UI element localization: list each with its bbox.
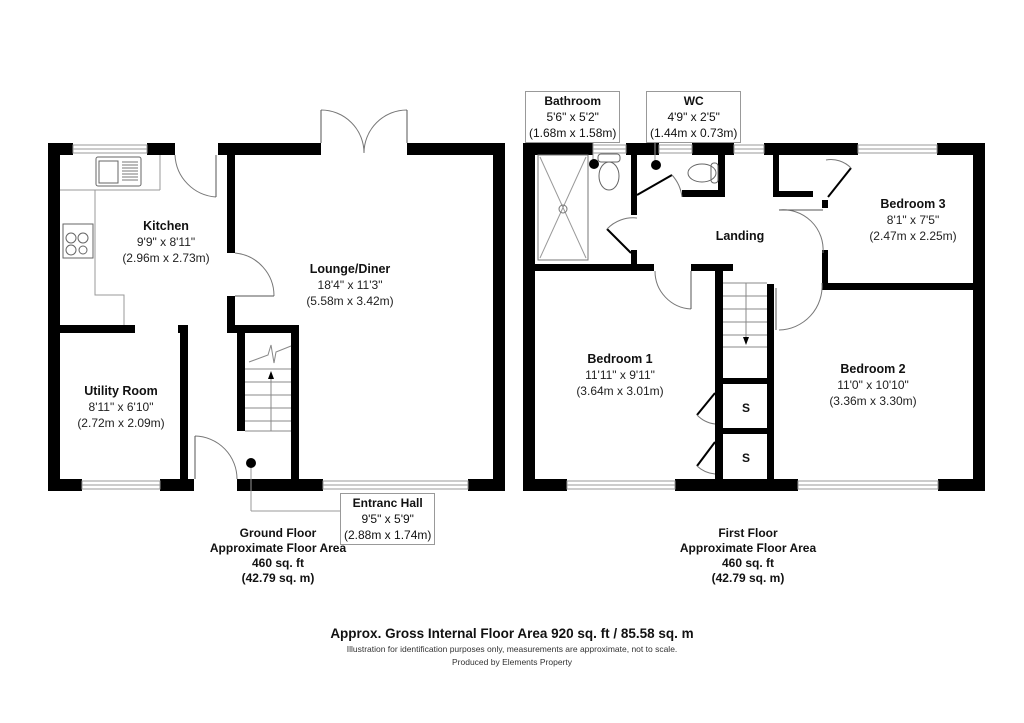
storage-label-1: S: [741, 401, 751, 415]
room-dimensions-metric: (3.64m x 3.01m): [576, 384, 664, 398]
room-label-bedroom-3: Bedroom 3 8'1" x 7'5" (2.47m x 2.25m): [869, 196, 956, 244]
floor-area-sqm: (42.79 sq. m): [241, 571, 315, 585]
room-label-utility-room: Utility Room 8'11" x 6'10" (2.72m x 2.09…: [77, 383, 164, 431]
room-label-wc: WC 4'9" x 2'5" (1.44m x 0.73m): [646, 91, 742, 143]
gross-floor-area: Approx. Gross Internal Floor Area 920 sq…: [330, 626, 694, 641]
room-dimensions-imperial: 8'11" x 6'10": [88, 400, 154, 414]
room-name: Kitchen: [143, 219, 189, 233]
room-label-bedroom-1: Bedroom 1 11'11" x 9'11" (3.64m x 3.01m): [576, 351, 663, 399]
room-name: Bedroom 2: [840, 362, 906, 376]
room-label-entrance-hall: Entranc Hall 9'5" x 5'9" (2.88m x 1.74m): [340, 493, 436, 545]
floor-title: First Floor: [718, 526, 778, 540]
first-floor-walls: [523, 143, 985, 491]
room-dimensions-metric: (2.88m x 1.74m): [344, 528, 432, 542]
disclaimer: Illustration for identification purposes…: [346, 644, 678, 654]
floor-area-sqft: 460 sq. ft: [251, 556, 305, 570]
room-dimensions-imperial: 11'0" x 10'10": [837, 378, 909, 392]
room-dimensions-metric: (2.96m x 2.73m): [122, 251, 210, 265]
room-dimensions-imperial: 9'9" x 8'11": [136, 235, 196, 249]
floor-title: Ground Floor: [239, 526, 317, 540]
ground-floor-walls: [48, 143, 505, 491]
room-label-lounge-diner: Lounge/Diner 18'4" x 11'3" (5.58m x 3.42…: [306, 261, 393, 309]
ground-floor-summary: Ground Floor Approximate Floor Area 460 …: [210, 526, 346, 586]
room-dimensions-imperial: 9'5" x 5'9": [361, 512, 414, 526]
room-label-landing: Landing: [716, 228, 765, 244]
room-label-kitchen: Kitchen 9'9" x 8'11" (2.96m x 2.73m): [122, 218, 209, 266]
room-dimensions-metric: (2.47m x 2.25m): [869, 229, 957, 243]
storage-label-2: S: [741, 451, 751, 465]
room-name: WC: [683, 94, 704, 108]
room-dimensions-metric: (5.58m x 3.42m): [306, 294, 394, 308]
room-label-bathroom: Bathroom 5'6" x 5'2" (1.68m x 1.58m): [525, 91, 621, 143]
room-dimensions-metric: (1.44m x 0.73m): [650, 126, 738, 140]
room-label-bedroom-2: Bedroom 2 11'0" x 10'10" (3.36m x 3.30m): [829, 361, 916, 409]
floor-area-sqm: (42.79 sq. m): [711, 571, 785, 585]
room-name: Landing: [715, 229, 765, 243]
floor-area-label: Approximate Floor Area: [209, 541, 347, 555]
room-name: Bathroom: [544, 94, 602, 108]
room-dimensions-imperial: 8'1" x 7'5": [886, 213, 940, 227]
floor-area-label: Approximate Floor Area: [679, 541, 817, 555]
room-name: Utility Room: [84, 384, 158, 398]
room-dimensions-imperial: 5'6" x 5'2": [546, 110, 599, 124]
room-dimensions-metric: (2.72m x 2.09m): [77, 416, 165, 430]
room-dimensions-imperial: 18'4" x 11'3": [317, 278, 383, 292]
room-dimensions-metric: (3.36m x 3.30m): [829, 394, 917, 408]
floor-area-sqft: 460 sq. ft: [721, 556, 775, 570]
first-floor-summary: First Floor Approximate Floor Area 460 s…: [680, 526, 816, 586]
room-dimensions-imperial: 11'11" x 9'11": [585, 368, 655, 382]
room-name: Entranc Hall: [352, 496, 423, 510]
room-name: Bedroom 3: [880, 197, 946, 211]
room-dimensions-metric: (1.68m x 1.58m): [529, 126, 617, 140]
producer-credit: Produced by Elements Property: [451, 657, 573, 667]
room-name: Lounge/Diner: [309, 262, 391, 276]
room-name: Bedroom 1: [587, 352, 653, 366]
room-dimensions-imperial: 4'9" x 2'5": [667, 110, 720, 124]
